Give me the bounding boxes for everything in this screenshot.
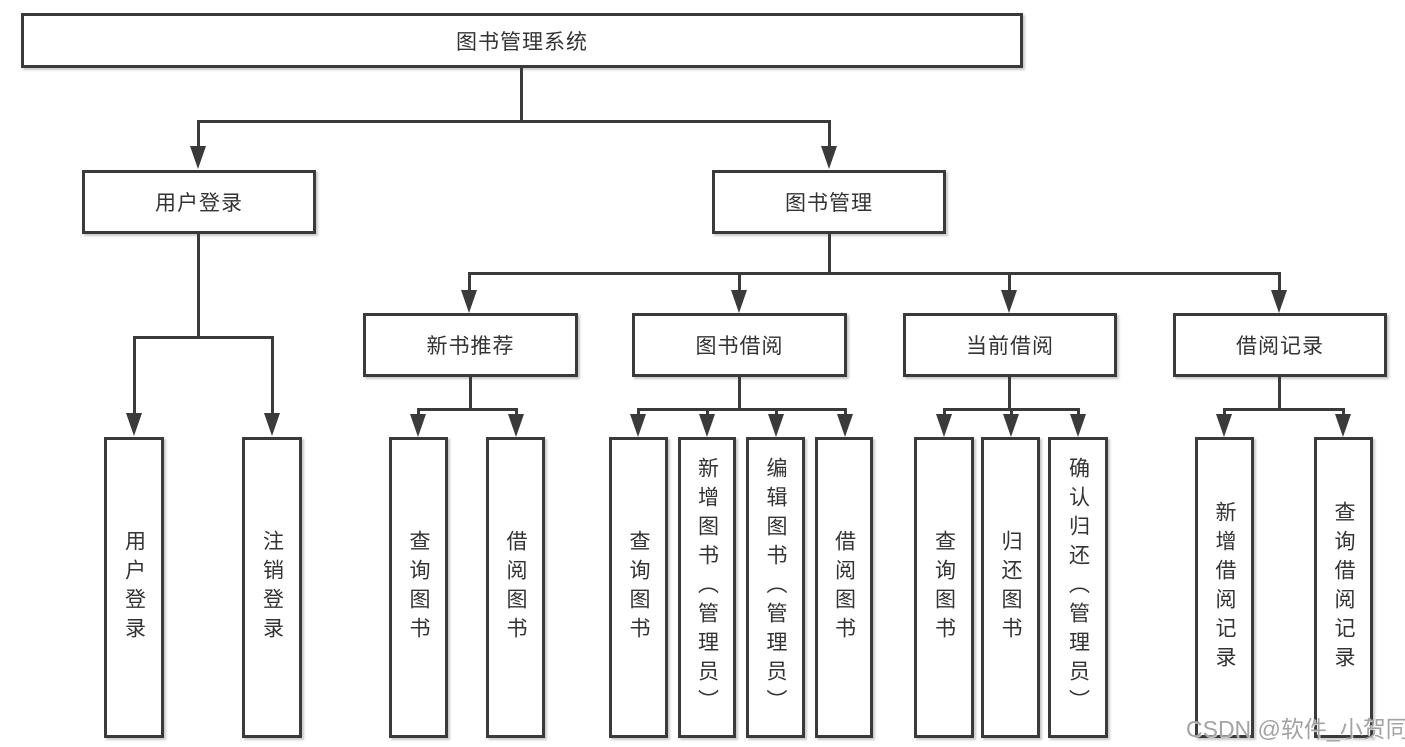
node-user-login: 用户登录 <box>82 170 316 234</box>
leaf-nb-query-books: 查询图书 <box>389 437 448 738</box>
arrowhead-ul-leaf2-icon <box>264 413 280 436</box>
arrowhead-book-mgmt-icon <box>821 146 837 169</box>
connector-bw-leaf3-drop <box>775 408 778 416</box>
arrowhead-user-login-icon <box>190 146 206 169</box>
node-book-management-label: 图书管理 <box>785 192 873 215</box>
leaf-user-login-label: 用户登录 <box>122 529 146 646</box>
leaf-bw-edit-books-admin-label: 编辑图书（管理员） <box>764 457 787 718</box>
connector-records-drop <box>1278 272 1281 292</box>
arrowhead-current-icon <box>1001 290 1017 313</box>
arrowhead-records-icon <box>1271 290 1287 313</box>
connector-bw-leaf1-drop <box>637 408 640 416</box>
connector-rec-leaf2-drop <box>1342 408 1345 416</box>
leaf-bw-query-books: 查询图书 <box>609 437 668 738</box>
arrowhead-rec-leaf2-icon <box>1335 414 1351 437</box>
leaf-nb-borrow-books: 借阅图书 <box>486 437 545 738</box>
connector-book-mgmt-drop <box>828 120 831 148</box>
connector-user-login-drop <box>197 120 200 148</box>
connector-nb-bus <box>417 408 518 411</box>
arrowhead-cur-leaf3-icon <box>1070 414 1086 437</box>
node-borrow-records-label: 借阅记录 <box>1236 335 1324 358</box>
leaf-rec-query-record-label: 查询借阅记录 <box>1332 500 1355 675</box>
arrowhead-nb-leaf2-icon <box>508 414 524 437</box>
node-new-book-recommend-label: 新书推荐 <box>426 335 515 358</box>
connector-level1-bus <box>197 120 831 123</box>
leaf-cur-confirm-return-admin-label: 确认归还（管理员） <box>1066 457 1090 718</box>
leaf-cur-return-books-label: 归还图书 <box>999 529 1022 646</box>
connector-bw-stem <box>738 377 741 408</box>
watermark: CSDN @软件_小贺同学 <box>1186 716 1405 742</box>
arrowhead-bw-leaf2-icon <box>699 414 715 437</box>
leaf-cur-confirm-return-admin: 确认归还（管理员） <box>1048 437 1108 738</box>
connector-nb-leaf1-drop <box>417 408 420 416</box>
arrowhead-cur-leaf1-icon <box>936 414 952 437</box>
leaf-bw-add-books-admin: 新增图书（管理员） <box>678 437 736 738</box>
leaf-logout: 注销登录 <box>242 437 302 738</box>
node-borrow-records: 借阅记录 <box>1173 313 1387 377</box>
leaf-rec-add-record: 新增借阅记录 <box>1195 437 1254 738</box>
node-current-borrowing: 当前借阅 <box>903 313 1117 377</box>
leaf-rec-query-record: 查询借阅记录 <box>1314 437 1373 738</box>
connector-ul-leaf1-drop <box>133 336 136 415</box>
connector-cur-leaf3-drop <box>1077 408 1080 416</box>
connector-bw-leaf4-drop <box>844 408 847 416</box>
arrowhead-borrowing-icon <box>731 290 747 313</box>
connector-nb-leaf2-drop <box>515 408 518 416</box>
connector-cur-leaf1-drop <box>943 408 946 416</box>
connector-bw-bus <box>637 408 847 411</box>
leaf-rec-add-record-label: 新增借阅记录 <box>1213 500 1236 675</box>
connector-rec-bus <box>1223 408 1345 411</box>
leaf-bw-edit-books-admin: 编辑图书（管理员） <box>746 437 805 738</box>
connector-cur-stem <box>1008 377 1011 408</box>
node-book-borrowing: 图书借阅 <box>632 313 847 377</box>
leaf-nb-borrow-books-label: 借阅图书 <box>504 529 527 646</box>
connector-cur-leaf2-drop <box>1010 408 1013 416</box>
connector-root-stem <box>520 68 523 122</box>
connector-level3-bus <box>468 272 1281 275</box>
leaf-nb-query-books-label: 查询图书 <box>407 529 430 646</box>
arrowhead-cur-leaf2-icon <box>1003 414 1019 437</box>
leaf-bw-borrow-books-label: 借阅图书 <box>832 529 856 646</box>
arrowhead-new-books-icon <box>461 290 477 313</box>
connector-rec-leaf1-drop <box>1223 408 1226 416</box>
connector-ul-leaf2-drop <box>271 336 274 415</box>
node-user-login-label: 用户登录 <box>155 192 243 215</box>
leaf-cur-query-books-label: 查询图书 <box>932 529 956 646</box>
connector-current-drop <box>1008 272 1011 292</box>
node-root: 图书管理系统 <box>21 13 1023 68</box>
leaf-bw-add-books-admin-label: 新增图书（管理员） <box>695 457 719 718</box>
leaf-logout-label: 注销登录 <box>260 529 284 646</box>
arrowhead-rec-leaf1-icon <box>1216 414 1232 437</box>
leaf-user-login: 用户登录 <box>104 437 164 738</box>
connector-user-login-stem <box>197 234 200 336</box>
leaf-bw-query-books-label: 查询图书 <box>627 529 650 646</box>
arrowhead-nb-leaf1-icon <box>410 414 426 437</box>
connector-borrowing-drop <box>738 272 741 292</box>
arrowhead-bw-leaf4-icon <box>837 414 853 437</box>
connector-new-books-drop <box>468 272 471 292</box>
arrowhead-bw-leaf3-icon <box>768 414 784 437</box>
node-book-borrowing-label: 图书借阅 <box>695 335 784 358</box>
connector-user-login-bus <box>133 336 274 339</box>
leaf-bw-borrow-books: 借阅图书 <box>815 437 873 738</box>
arrowhead-bw-leaf1-icon <box>630 414 646 437</box>
arrowhead-ul-leaf1-icon <box>126 413 142 436</box>
node-new-book-recommend: 新书推荐 <box>363 313 578 377</box>
node-root-label: 图书管理系统 <box>456 30 588 54</box>
node-current-borrowing-label: 当前借阅 <box>966 335 1054 358</box>
connector-book-mgmt-stem <box>828 234 831 272</box>
connector-rec-stem <box>1278 377 1281 408</box>
connector-nb-stem <box>469 377 472 408</box>
connector-bw-leaf2-drop <box>706 408 709 416</box>
leaf-cur-return-books: 归还图书 <box>981 437 1040 738</box>
leaf-cur-query-books: 查询图书 <box>914 437 974 738</box>
node-book-management: 图书管理 <box>712 170 946 234</box>
